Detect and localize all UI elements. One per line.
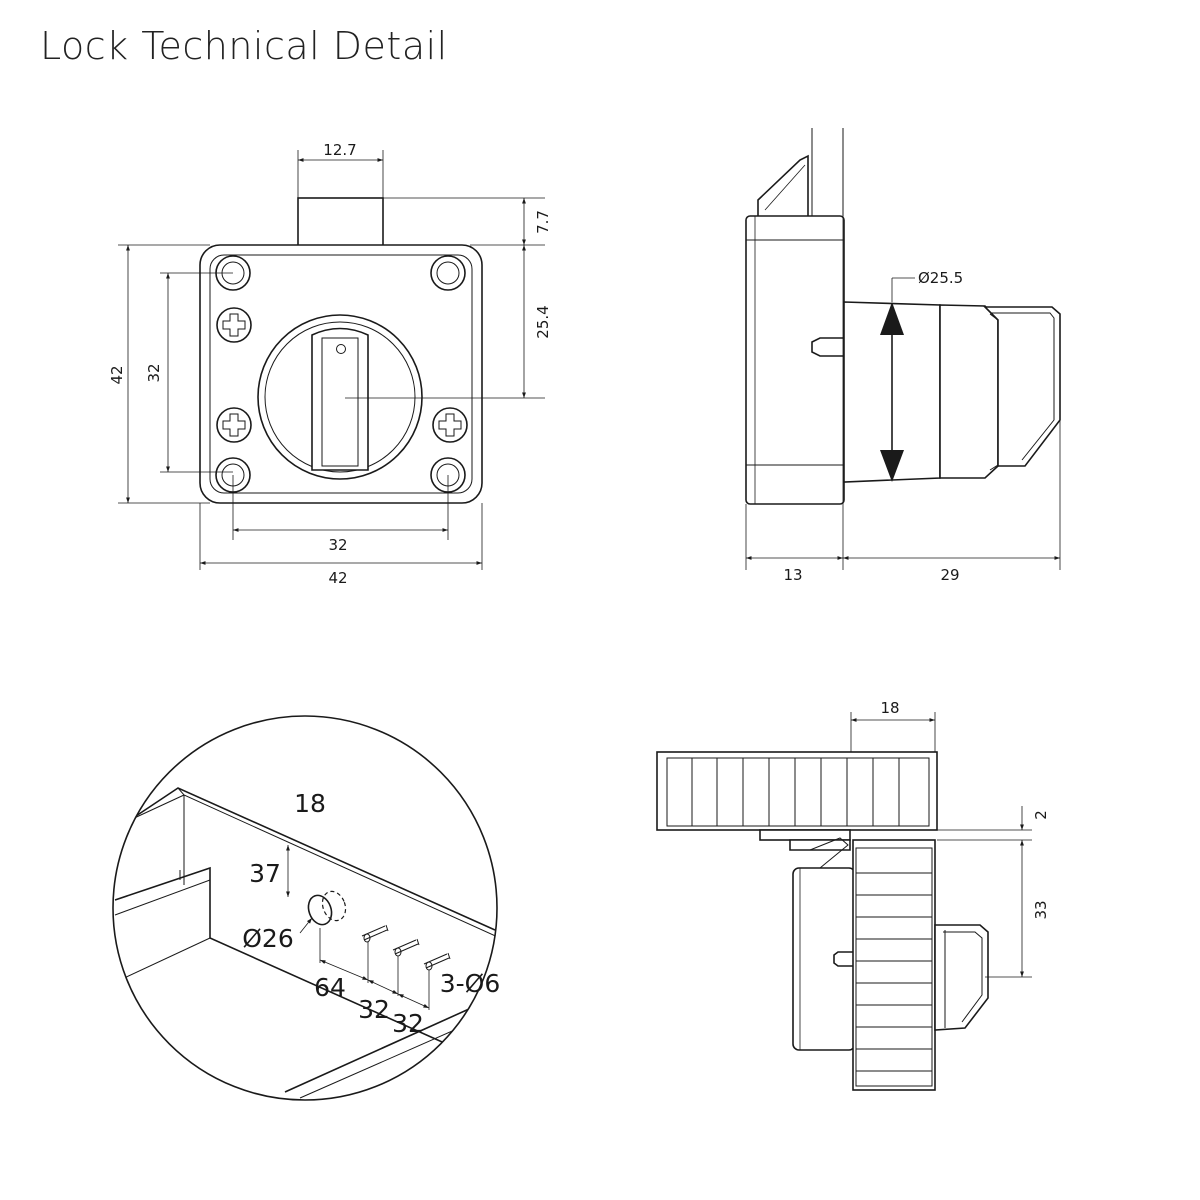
installation-detail: 18 37 Ø26 64 32 32 3-Ø6 <box>112 715 501 1101</box>
page-title: Lock Technical Detail <box>40 24 448 68</box>
dim-body-depth: 13 <box>783 566 802 584</box>
dim-panel-thickness: 18 <box>294 789 326 818</box>
dim-knob-diameter: Ø25.5 <box>918 269 963 287</box>
dim-hole-diameter: Ø26 <box>242 924 294 953</box>
side-view: Ø25.5 13 29 <box>745 128 1061 584</box>
lock-body-side <box>745 215 845 505</box>
dim-bolt-to-center: 25.4 <box>534 305 552 338</box>
dim-overall-height: 42 <box>108 365 126 384</box>
dim-knob-depth: 29 <box>940 566 959 584</box>
mounted-view: 18 2 33 <box>656 699 1050 1091</box>
dim-gap: 2 <box>1032 810 1050 820</box>
dim-hole-spacing-3: 32 <box>392 1009 424 1038</box>
lock-plate-inner <box>209 254 473 494</box>
dim-overall-width: 42 <box>328 569 347 587</box>
dim-hole-spacing-1: 64 <box>314 973 346 1002</box>
dim-door-offset: 33 <box>1032 900 1050 919</box>
bolt <box>297 197 384 247</box>
screw-hole-icon <box>361 924 451 971</box>
front-view: 12.7 7.7 25.4 42 32 32 42 <box>108 141 552 587</box>
dim-hole-offset: 37 <box>249 859 281 888</box>
dim-hole-spacing-2: 32 <box>358 995 390 1024</box>
dim-bolt-width: 12.7 <box>323 141 356 159</box>
dim-hole-spacing-vertical: 32 <box>145 363 163 382</box>
dim-bolt-height: 7.7 <box>534 210 552 234</box>
screw-icon <box>216 307 468 443</box>
dim-mounted-panel-thickness: 18 <box>880 699 899 717</box>
dim-hole-spacing-horizontal: 32 <box>328 536 347 554</box>
knob-icon <box>257 314 423 480</box>
dim-screw-holes: 3-Ø6 <box>440 969 501 998</box>
